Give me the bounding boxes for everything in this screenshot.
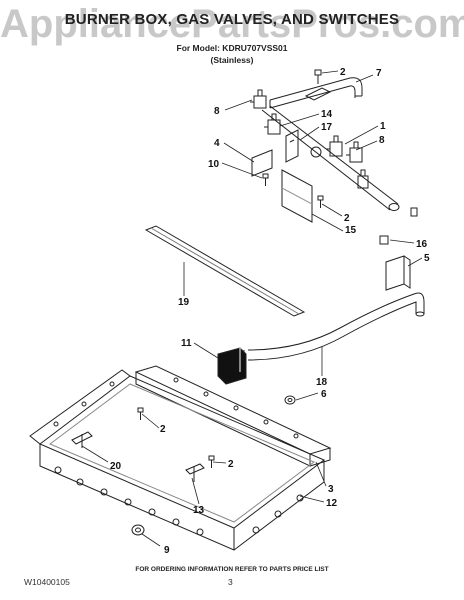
variant-label: (Stainless) [210, 55, 254, 65]
document-number: W10400105 [24, 577, 70, 587]
callout-11: 11 [181, 338, 192, 349]
screw-10 [262, 173, 269, 186]
callout-16: 16 [416, 239, 428, 250]
screw-top [314, 69, 322, 84]
valve-bracket [285, 129, 299, 163]
callout-10: 10 [208, 159, 220, 170]
callout-4: 4 [214, 138, 220, 149]
callout-15: 15 [345, 225, 357, 236]
callout-8-right: 8 [379, 135, 385, 146]
gas-valve-center [264, 113, 281, 135]
callout-12: 12 [326, 498, 338, 509]
callout-14: 14 [321, 109, 333, 120]
callout-1: 1 [380, 121, 386, 132]
callout-labels: 2 7 8 14 17 1 8 4 10 2 15 16 5 19 11 18 … [110, 67, 430, 556]
gas-manifold-pipe [269, 77, 363, 109]
gas-valve-right-upper [326, 135, 343, 157]
callout-3: 3 [328, 484, 334, 495]
callout-8-left: 8 [214, 106, 220, 117]
gas-valve-right-lower [346, 141, 363, 163]
mounting-bracket [251, 149, 273, 177]
callout-17: 17 [321, 122, 333, 133]
right-bracket [385, 255, 411, 291]
callout-2-bracket: 2 [228, 459, 234, 470]
callout-2-top: 2 [340, 67, 346, 78]
page-number: 3 [228, 577, 233, 587]
callout-2-box: 2 [160, 424, 166, 435]
switch-panel [281, 169, 313, 223]
ignition-module [217, 347, 247, 385]
screw-panel [317, 195, 324, 208]
callout-7: 7 [376, 68, 382, 79]
callout-2-panel: 2 [344, 213, 350, 224]
pipe-clamp [304, 87, 332, 101]
nut-6 [284, 395, 296, 405]
model-line: For Model: KDRU707VSS01 [176, 43, 288, 53]
callout-20: 20 [110, 461, 122, 472]
callout-18: 18 [316, 377, 328, 388]
leader-lines [81, 70, 423, 547]
gas-valve-far-right [357, 169, 369, 189]
ordering-note: FOR ORDERING INFORMATION REFER TO PARTS … [135, 566, 329, 573]
fitting-16 [379, 207, 418, 245]
box-bracket-13 [185, 455, 215, 482]
screw-box [137, 407, 144, 420]
washer [310, 146, 322, 158]
callout-19: 19 [178, 297, 190, 308]
callout-5: 5 [424, 253, 430, 264]
box-bracket-20 [71, 431, 93, 448]
callout-9: 9 [164, 545, 170, 556]
diagram-title: BURNER BOX, GAS VALVES, AND SWITCHES [64, 11, 400, 28]
burner-strip [144, 225, 306, 317]
gas-valve-left [250, 89, 267, 109]
grommet [131, 524, 145, 536]
callout-13: 13 [193, 505, 205, 516]
callout-6: 6 [321, 389, 327, 400]
burner-box [29, 369, 325, 551]
